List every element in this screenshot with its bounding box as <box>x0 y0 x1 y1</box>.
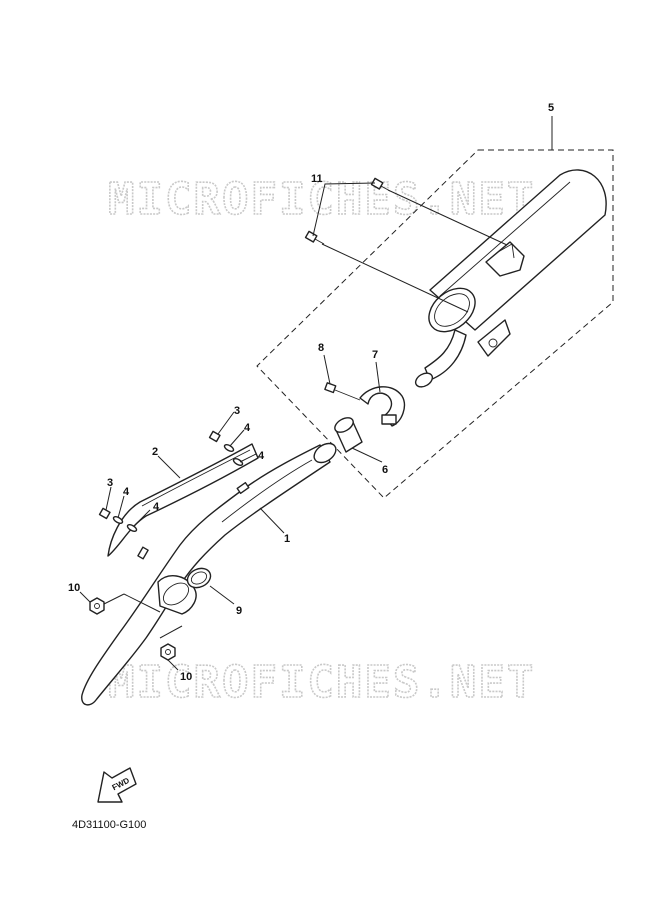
gasket-9 <box>186 567 212 589</box>
bolt-8 <box>324 382 361 401</box>
heat-protector <box>107 443 259 557</box>
leader-8 <box>323 354 331 385</box>
callout-7: 7 <box>372 349 378 361</box>
clamp-7 <box>359 386 406 427</box>
washer-4-c <box>112 515 124 525</box>
leader-7 <box>375 361 381 393</box>
leader-1 <box>259 507 285 534</box>
nut-10-lower <box>160 643 176 661</box>
washer-4-a <box>223 443 235 453</box>
bolt-3-upper <box>208 430 221 443</box>
watermark-bottom: MICROFICHES.NET <box>108 657 535 708</box>
leader-11 <box>312 182 376 237</box>
leader-10-lower <box>167 659 179 671</box>
callout-3-upper: 3 <box>234 405 240 417</box>
callout-1: 1 <box>284 533 290 545</box>
bolt-11-lower <box>304 230 325 245</box>
exhaust-pipe <box>81 442 337 706</box>
callout-10-upper: 10 <box>68 582 80 594</box>
callout-6: 6 <box>382 464 388 476</box>
callout-5: 5 <box>548 102 554 114</box>
leader-4d <box>133 509 151 527</box>
callout-8: 8 <box>318 342 324 354</box>
leader-10-lower-axis <box>159 625 183 639</box>
washer-4-d <box>126 523 138 533</box>
leader-4a <box>229 429 245 447</box>
forward-direction-arrow: FWD <box>97 767 137 803</box>
callout-11: 11 <box>311 173 323 185</box>
watermark-top: MICROFICHES.NET <box>108 174 535 225</box>
callout-10-lower: 10 <box>180 671 192 683</box>
callout-3-lower: 3 <box>107 477 113 489</box>
bolt-11-upper-axis <box>387 189 508 246</box>
callout-4-d: 4 <box>153 501 160 513</box>
leader-4c <box>117 495 125 519</box>
leader-4b <box>239 453 257 463</box>
callout-4-c: 4 <box>123 486 130 498</box>
leader-10-upper-axis <box>103 593 125 605</box>
diagram-reference-code: 4D31100-G100 <box>72 819 146 831</box>
sleeve-6 <box>334 417 363 453</box>
leader-6 <box>351 447 383 463</box>
nut-10-upper <box>89 597 105 615</box>
leader-3-lower <box>105 486 112 511</box>
callout-2: 2 <box>152 446 158 458</box>
leader-2 <box>157 455 181 479</box>
leader-3-upper <box>217 411 235 435</box>
muffler-assembly-boundary <box>256 149 614 499</box>
leader-10-upper-axis2 <box>123 593 161 613</box>
leader-9 <box>209 585 235 605</box>
callout-4-b: 4 <box>258 450 265 462</box>
callout-4-a: 4 <box>244 422 251 434</box>
callout-9: 9 <box>236 605 242 617</box>
bolt-3-lower <box>98 507 111 520</box>
leader-10-upper <box>79 591 91 603</box>
bolt-11-lower-axis <box>321 243 469 313</box>
washer-4-b <box>232 457 244 467</box>
